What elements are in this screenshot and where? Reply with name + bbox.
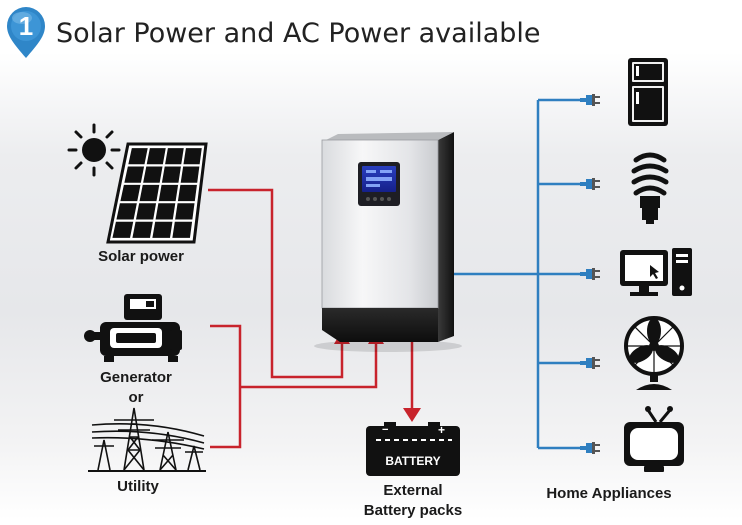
solar-cell <box>155 203 176 220</box>
step-number: 1 <box>19 11 33 41</box>
page-title: Solar Power and AC Power available <box>56 18 541 49</box>
solar-cell <box>172 221 193 238</box>
ac-source-wire <box>210 324 242 449</box>
solar-cell <box>177 184 197 202</box>
arrow-down-icon <box>403 408 421 422</box>
solar-cell <box>146 148 166 165</box>
refrigerator-icon <box>628 58 668 126</box>
plug-icon <box>580 357 600 369</box>
or-label: or <box>128 389 144 406</box>
computer-icon <box>620 248 692 296</box>
plug-icon <box>580 442 600 454</box>
input-wires <box>208 188 414 449</box>
plug-icon <box>580 268 600 280</box>
solar-cell <box>180 166 200 183</box>
solar-cell <box>139 184 160 202</box>
battery-box-text: BATTERY <box>385 454 440 468</box>
solar-panel-icon <box>106 142 208 244</box>
solar-cell <box>116 203 137 220</box>
solar-cell <box>165 148 184 165</box>
plug-icon <box>580 94 600 106</box>
solar-cell <box>175 203 195 220</box>
ac-feed-wire <box>240 338 378 389</box>
svg-text:−: − <box>382 424 388 436</box>
tv-icon <box>624 406 684 472</box>
solar-cell <box>161 166 181 183</box>
sun-icon <box>67 123 121 177</box>
utility-towers-icon <box>88 407 206 472</box>
fan-icon <box>624 316 684 390</box>
svg-text:+: + <box>438 423 445 437</box>
solar-cell <box>183 148 202 165</box>
solar-cell <box>124 166 145 183</box>
plugs <box>580 94 600 454</box>
solar-cell <box>152 221 173 238</box>
output-wires <box>454 98 582 450</box>
light-bulb-icon <box>631 152 669 224</box>
solar-cell <box>112 221 134 238</box>
solar-cell <box>143 166 163 183</box>
solar-power-label: Solar power <box>98 248 184 265</box>
battery-label-line1: External <box>383 482 443 499</box>
solar-cell <box>135 203 157 220</box>
solar-cell <box>120 184 141 202</box>
battery-label-line2: Battery packs <box>363 502 463 519</box>
plug-icon <box>580 178 600 190</box>
battery-icon: − + BATTERY <box>366 422 460 476</box>
solar-wire <box>208 188 344 379</box>
generator-icon <box>84 294 182 362</box>
step-badge-icon: 1 <box>7 7 45 58</box>
generator-label: Generator <box>100 369 172 386</box>
solar-cell <box>158 184 179 202</box>
inverter-unit <box>314 132 462 352</box>
solar-cell <box>132 221 153 238</box>
utility-label: Utility <box>117 478 159 495</box>
solar-cell <box>128 148 148 165</box>
home-appliances-label: Home Appliances <box>546 485 672 502</box>
